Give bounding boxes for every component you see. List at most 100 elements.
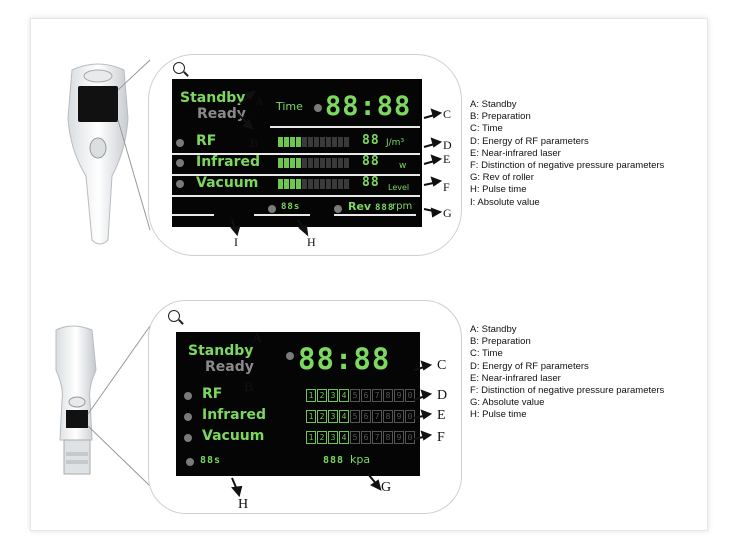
level-segment: [320, 179, 325, 189]
level-segment: [302, 137, 307, 147]
top-time-label: Time: [276, 100, 303, 113]
bottom-kpa-unit: kpa: [350, 453, 371, 466]
level-segment: [344, 158, 349, 168]
top-clock-readout: 88:88: [325, 91, 412, 122]
level-segment: [302, 179, 307, 189]
level-segment: [284, 158, 289, 168]
top-rf-bar: [278, 137, 349, 147]
top-legend-item: D: Energy of RF parameters: [470, 135, 589, 147]
level-segment: [296, 179, 301, 189]
top-ir-value: 88: [362, 154, 380, 169]
level-digit-box: 8: [383, 431, 393, 444]
zoom-icon: [173, 62, 185, 74]
level-digit-box: 7: [372, 410, 382, 423]
level-segment: [326, 179, 331, 189]
level-digit-box: 3: [328, 431, 338, 444]
bottom-pulse-dot: [186, 458, 194, 466]
bottom-letter-d: D: [437, 388, 448, 403]
level-digit-box: 9: [394, 431, 404, 444]
top-legend-item: B: Preparation: [470, 111, 531, 123]
top-vac-value: 88: [362, 175, 380, 190]
bottom-vac-dot: [184, 434, 192, 442]
top-bottom-line-3: [334, 214, 416, 216]
level-segment: [284, 179, 289, 189]
level-digit-box: 7: [372, 389, 382, 402]
level-digit-box: 1: [306, 389, 316, 402]
level-segment: [326, 158, 331, 168]
top-vac-line: [172, 195, 420, 197]
top-rf-dot: [176, 139, 184, 147]
top-letter-f: F: [443, 180, 450, 194]
bottom-ready-label: Ready: [205, 359, 254, 375]
top-legend-item: F: Distinction of negative pressure para…: [470, 160, 665, 172]
level-segment: [314, 137, 319, 147]
level-segment: [332, 158, 337, 168]
level-digit-box: 6: [361, 431, 371, 444]
top-pulse-dot: [268, 205, 276, 213]
level-segment: [290, 158, 295, 168]
top-letter-i: I: [234, 235, 238, 249]
top-rev-label: Rev: [348, 200, 372, 213]
level-segment: [308, 179, 313, 189]
bottom-legend-item: A: Standby: [470, 324, 517, 335]
bottom-letter-e: E: [437, 408, 446, 423]
level-digit-box: 9: [394, 389, 404, 402]
level-segment: [314, 158, 319, 168]
top-letter-a: A: [255, 94, 264, 108]
top-standby-label: Standby: [180, 90, 246, 106]
bottom-vac-label: Vacuum: [202, 428, 265, 444]
level-digit-box: 2: [317, 431, 327, 444]
level-digit-box: 6: [361, 389, 371, 402]
level-digit-box: 1: [306, 410, 316, 423]
level-segment: [326, 137, 331, 147]
top-ir-dot: [176, 159, 184, 167]
bottom-ir-label: Infrared: [202, 407, 267, 423]
bottom-clock-readout: 88:88: [298, 342, 391, 376]
top-legend-item: C: Time: [470, 123, 503, 135]
level-segment: [344, 137, 349, 147]
top-rev-unit: rpm: [392, 201, 413, 212]
bottom-lcd-screen: [176, 332, 420, 476]
top-divider: [270, 126, 420, 128]
level-segment: [290, 179, 295, 189]
level-digit-box: 6: [361, 410, 371, 423]
level-digit-box: 5: [350, 410, 360, 423]
level-digit-box: 5: [350, 431, 360, 444]
bottom-kpa-value: 888: [323, 455, 345, 466]
top-rev-dot: [334, 205, 342, 213]
top-bottom-line-2: [254, 214, 310, 216]
level-segment: [338, 137, 343, 147]
bottom-letter-h: H: [238, 497, 249, 512]
top-time-dot: [314, 104, 322, 112]
top-ir-unit: w: [399, 161, 407, 171]
top-vac-unit: Level: [388, 183, 410, 192]
level-digit-box: 7: [372, 431, 382, 444]
level-segment: [332, 137, 337, 147]
level-segment: [320, 137, 325, 147]
top-rf-unit: J/m³: [386, 138, 405, 148]
bottom-legend-item: D: Energy of RF parameters: [470, 360, 589, 372]
top-letter-d: D: [443, 138, 452, 152]
top-bottom-line-1: [172, 214, 214, 216]
level-digit-box: 0: [405, 431, 415, 444]
top-legend-item: E: Near-infrared laser: [470, 147, 561, 159]
top-ready-label: Ready: [197, 106, 246, 122]
top-rf-line: [172, 153, 420, 155]
level-digit-box: 1: [306, 431, 316, 444]
top-rev-value: 888: [375, 203, 395, 213]
top-ir-bar: [278, 158, 349, 168]
bottom-letter-f: F: [437, 430, 445, 445]
bottom-pulse-readout: 88s: [200, 455, 222, 466]
bottom-legend-item: B: Preparation: [470, 336, 531, 348]
level-segment: [338, 179, 343, 189]
level-digit-box: 3: [328, 389, 338, 402]
bottom-letter-b: B: [244, 380, 254, 395]
level-segment: [278, 137, 283, 147]
level-segment: [278, 179, 283, 189]
level-digit-box: 4: [339, 389, 349, 402]
